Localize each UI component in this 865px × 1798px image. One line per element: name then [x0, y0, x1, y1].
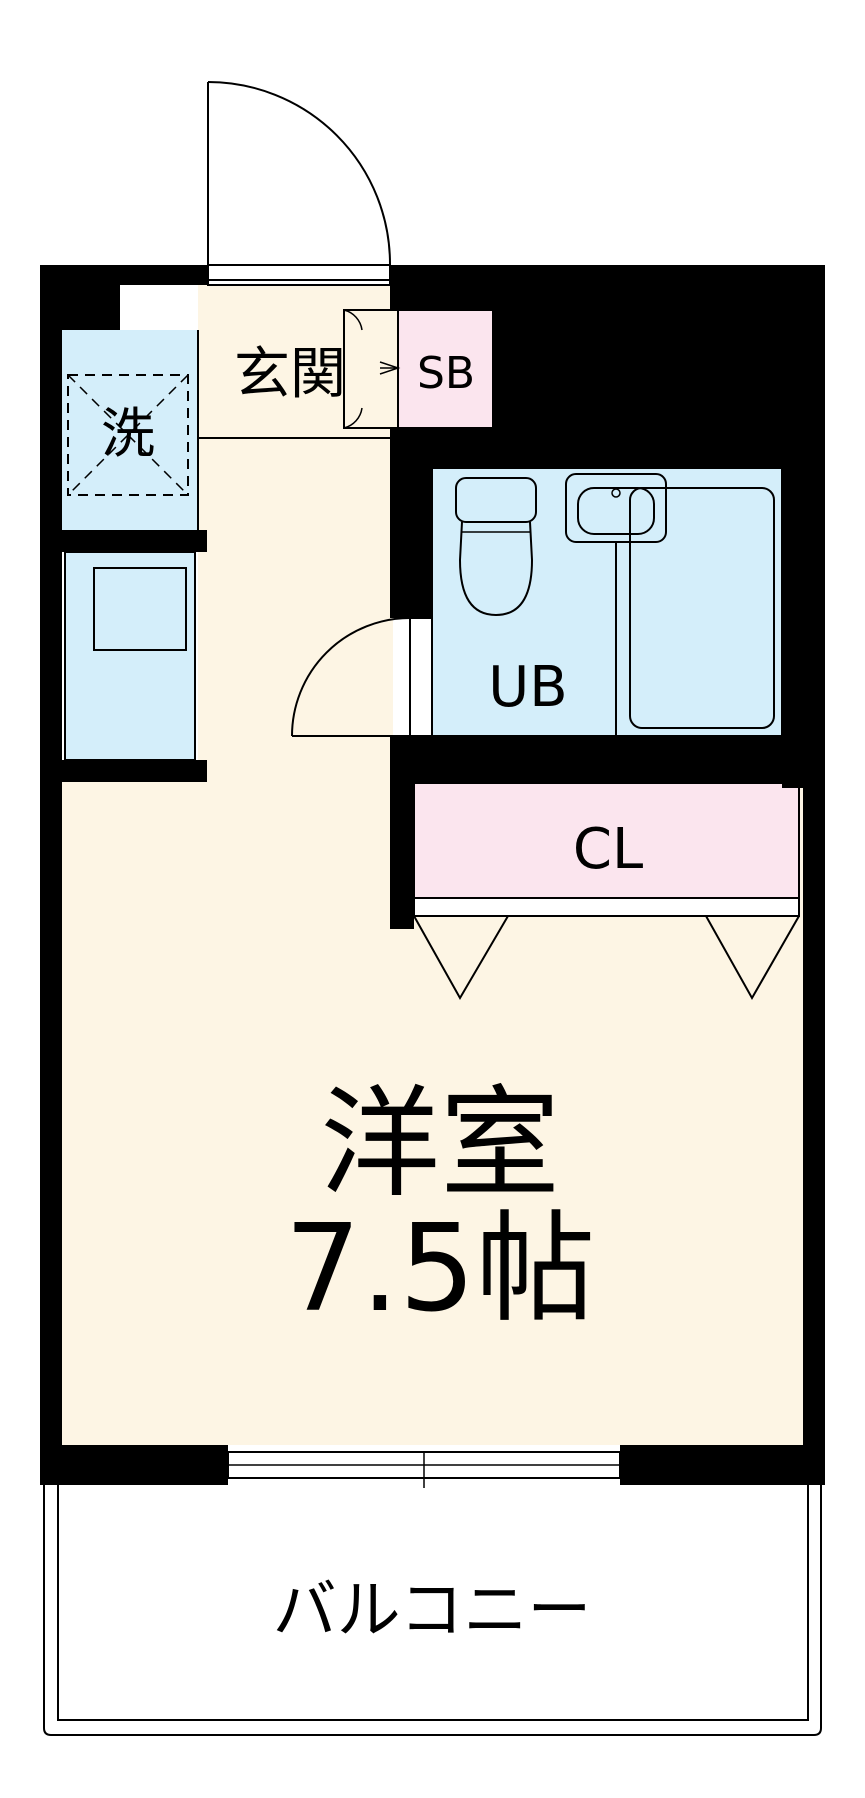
wall: [620, 1445, 825, 1485]
balcony-label: バルコニー: [273, 1574, 592, 1648]
wall: [782, 468, 803, 788]
wall: [390, 440, 432, 618]
shoe-box-label: SB: [417, 348, 475, 399]
washer-pan: [67, 374, 189, 496]
shoe-box-area: [398, 310, 493, 428]
wall: [390, 736, 803, 784]
wall: [62, 530, 207, 552]
closet-label: CL: [573, 817, 643, 882]
wall: [803, 265, 825, 1485]
closet-area: [414, 783, 799, 898]
closet-door[interactable]: [413, 915, 800, 1001]
balcony-outline: [43, 1485, 822, 1736]
wall: [390, 736, 414, 929]
wall: [390, 428, 825, 468]
sink-icon: [565, 473, 667, 736]
bathtub-icon: [629, 487, 775, 729]
kitchen-counter: [65, 550, 195, 763]
unit-bath-label: UB: [488, 655, 567, 720]
western-room-name: 洋室: [320, 1075, 560, 1214]
wall: [62, 285, 120, 330]
entrance-door[interactable]: [207, 81, 391, 268]
wall: [40, 1445, 228, 1485]
kitchen-counter-outline: [64, 551, 196, 761]
genkan-label: 玄関: [234, 342, 346, 407]
entrance-threshold: [207, 264, 391, 286]
wall: [40, 265, 62, 1485]
washer-label: 洗: [101, 402, 155, 465]
closet-rail: [413, 897, 800, 917]
washer-area: [58, 330, 198, 530]
western-room-size: 7.5帖: [285, 1200, 596, 1339]
wall: [40, 265, 208, 285]
unit-bath-area: [432, 468, 782, 736]
wall: [62, 760, 207, 782]
toilet-icon: [455, 477, 537, 617]
balcony-window[interactable]: [227, 1451, 621, 1488]
